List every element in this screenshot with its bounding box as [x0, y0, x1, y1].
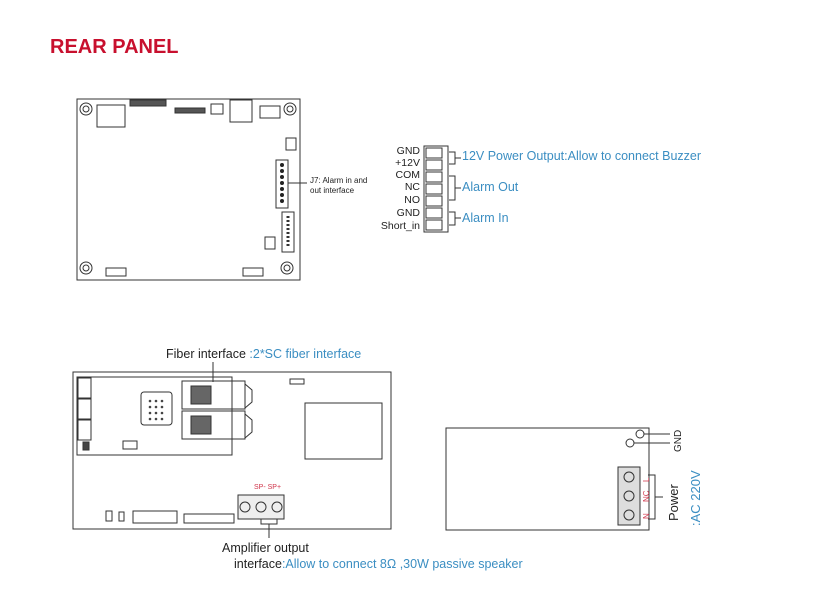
power-desc: :AC 220V: [688, 470, 703, 526]
amp-desc: :Allow to connect 8Ω ,30W passive speake…: [281, 557, 523, 571]
amp-label-line2: interface: [234, 557, 282, 571]
pin-gnd: GND: [396, 145, 420, 157]
power-output-label: 12V Power Output:Allow to connect Buzzer: [462, 149, 702, 163]
fiber-label: Fiber interface: [166, 347, 246, 361]
gnd-label: GND: [673, 429, 684, 452]
page-title: REAR PANEL: [50, 36, 179, 58]
terminal-n-label: N: [642, 513, 651, 519]
pin-short-in: Short_in: [380, 220, 420, 232]
fiber-interface-label: Fiber interface :2*SC fiber interface: [166, 347, 361, 361]
pin-12v: +12V: [395, 157, 420, 169]
pin-com: COM: [395, 169, 421, 181]
terminal-l-label: L: [642, 477, 651, 482]
pin-gnd-2: GND: [396, 207, 420, 219]
amp-label: interface:Allow to connect 8Ω ,30W passi…: [234, 557, 523, 571]
pin-no: NO: [404, 194, 420, 206]
pin-nc: NC: [404, 181, 420, 193]
power-board: [445, 427, 670, 531]
j7-label: J7: Alarm in and out interface: [310, 176, 367, 196]
alarm-connector: [423, 145, 461, 233]
fiber-desc: :2*SC fiber interface: [249, 347, 362, 361]
terminal-nc-label: NC: [642, 490, 651, 502]
sp-labels: SP- SP+: [254, 484, 282, 491]
amp-label-line1: Amplifier output: [222, 541, 309, 555]
alarm-in-label: Alarm In: [462, 211, 509, 225]
top-board: [76, 98, 307, 281]
main-board: [72, 362, 392, 538]
j7-label-line1: J7: Alarm in and: [310, 176, 368, 185]
power-label: Power: [666, 484, 681, 521]
j7-label-line2: out interface: [310, 186, 355, 195]
alarm-out-label: Alarm Out: [462, 180, 519, 194]
